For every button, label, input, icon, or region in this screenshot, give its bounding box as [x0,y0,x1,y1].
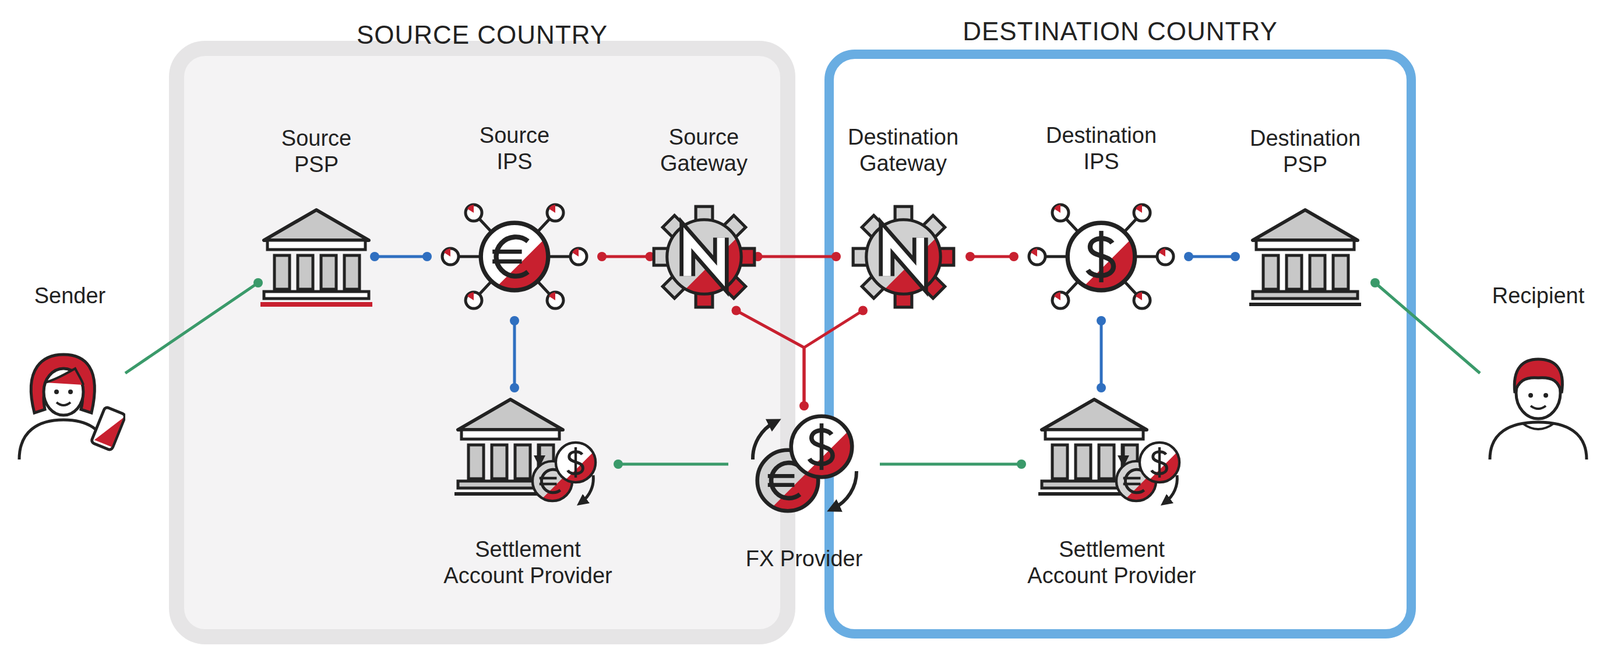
node-label: Sender [23,282,117,309]
ips-hub-icon [427,192,602,321]
node-label: Source Gateway [653,124,756,177]
node-label: Source PSP [269,125,364,178]
gateway-gear-icon [650,202,759,311]
connector-line [513,320,517,388]
ips-hub: Source IPS [427,122,602,321]
gateway-gear: Destination Gateway [836,124,971,311]
connector-dot [1016,459,1027,469]
connector-dot [613,459,623,469]
fx-provider: FX Provider [728,405,880,572]
connector-dot [597,251,607,262]
psp-bank: Source PSP [258,125,375,309]
connector-line [374,255,428,259]
ips-hub: Destination IPS [1013,122,1189,321]
node-label: Recipient [1479,282,1597,309]
connector-line [758,255,837,259]
recipient-person-icon [1482,343,1594,461]
node-label: Settlement Account Provider [1021,536,1203,589]
sender-person: Sender [14,282,126,461]
connector-dot [509,315,520,326]
connector-dot [1370,277,1380,288]
connector-line [879,462,1022,466]
connector-dot [369,251,380,262]
fx-provider-icon [739,405,869,523]
connector-line [618,462,729,466]
connector-dot [1230,251,1240,262]
connector-dot [965,251,975,262]
connector-dot [1183,251,1194,262]
connector-dot [858,305,868,316]
country-region: DESTINATION COUNTRYDestination GatewayDe… [824,49,1416,639]
node-label: Destination Gateway [836,124,971,177]
gateway-gear: Source Gateway [650,124,759,311]
settlement-provider-icon [1035,387,1188,510]
settlement-provider: Settlement Account Provider [1021,387,1203,589]
node-label: FX Provider [728,545,880,572]
psp-bank-icon [1246,203,1364,309]
connector-dot [1096,382,1106,393]
connector-dot [509,382,520,393]
connector-dot [422,251,432,262]
recipient-person: Recipient [1479,282,1597,461]
settlement-provider: Settlement Account Provider [437,387,619,589]
region-heading: DESTINATION COUNTRY [833,16,1407,47]
psp-bank-icon [258,203,375,309]
node-label: Destination PSP [1235,125,1376,178]
connector-line [970,255,1014,259]
gateway-gear-icon [849,202,958,311]
connector-dot [253,277,263,288]
connector-dot [731,305,742,316]
psp-bank: Destination PSP [1235,125,1376,309]
node-label: Destination IPS [1031,122,1172,175]
connector-dot [1096,315,1106,326]
connector-dot [1009,251,1019,262]
sender-person-icon [14,343,126,461]
node-label: Settlement Account Provider [437,536,619,589]
connector-line [1188,255,1236,259]
region-heading: SOURCE COUNTRY [184,19,781,51]
connector-line [601,255,651,259]
connector-dot [831,251,841,262]
ips-hub-icon [1013,192,1189,321]
connector-line [1100,320,1103,388]
country-region: SOURCE COUNTRYSource PSPSource IPSSource… [168,40,796,644]
settlement-provider-icon [452,387,604,510]
node-label: Source IPS [464,122,565,175]
